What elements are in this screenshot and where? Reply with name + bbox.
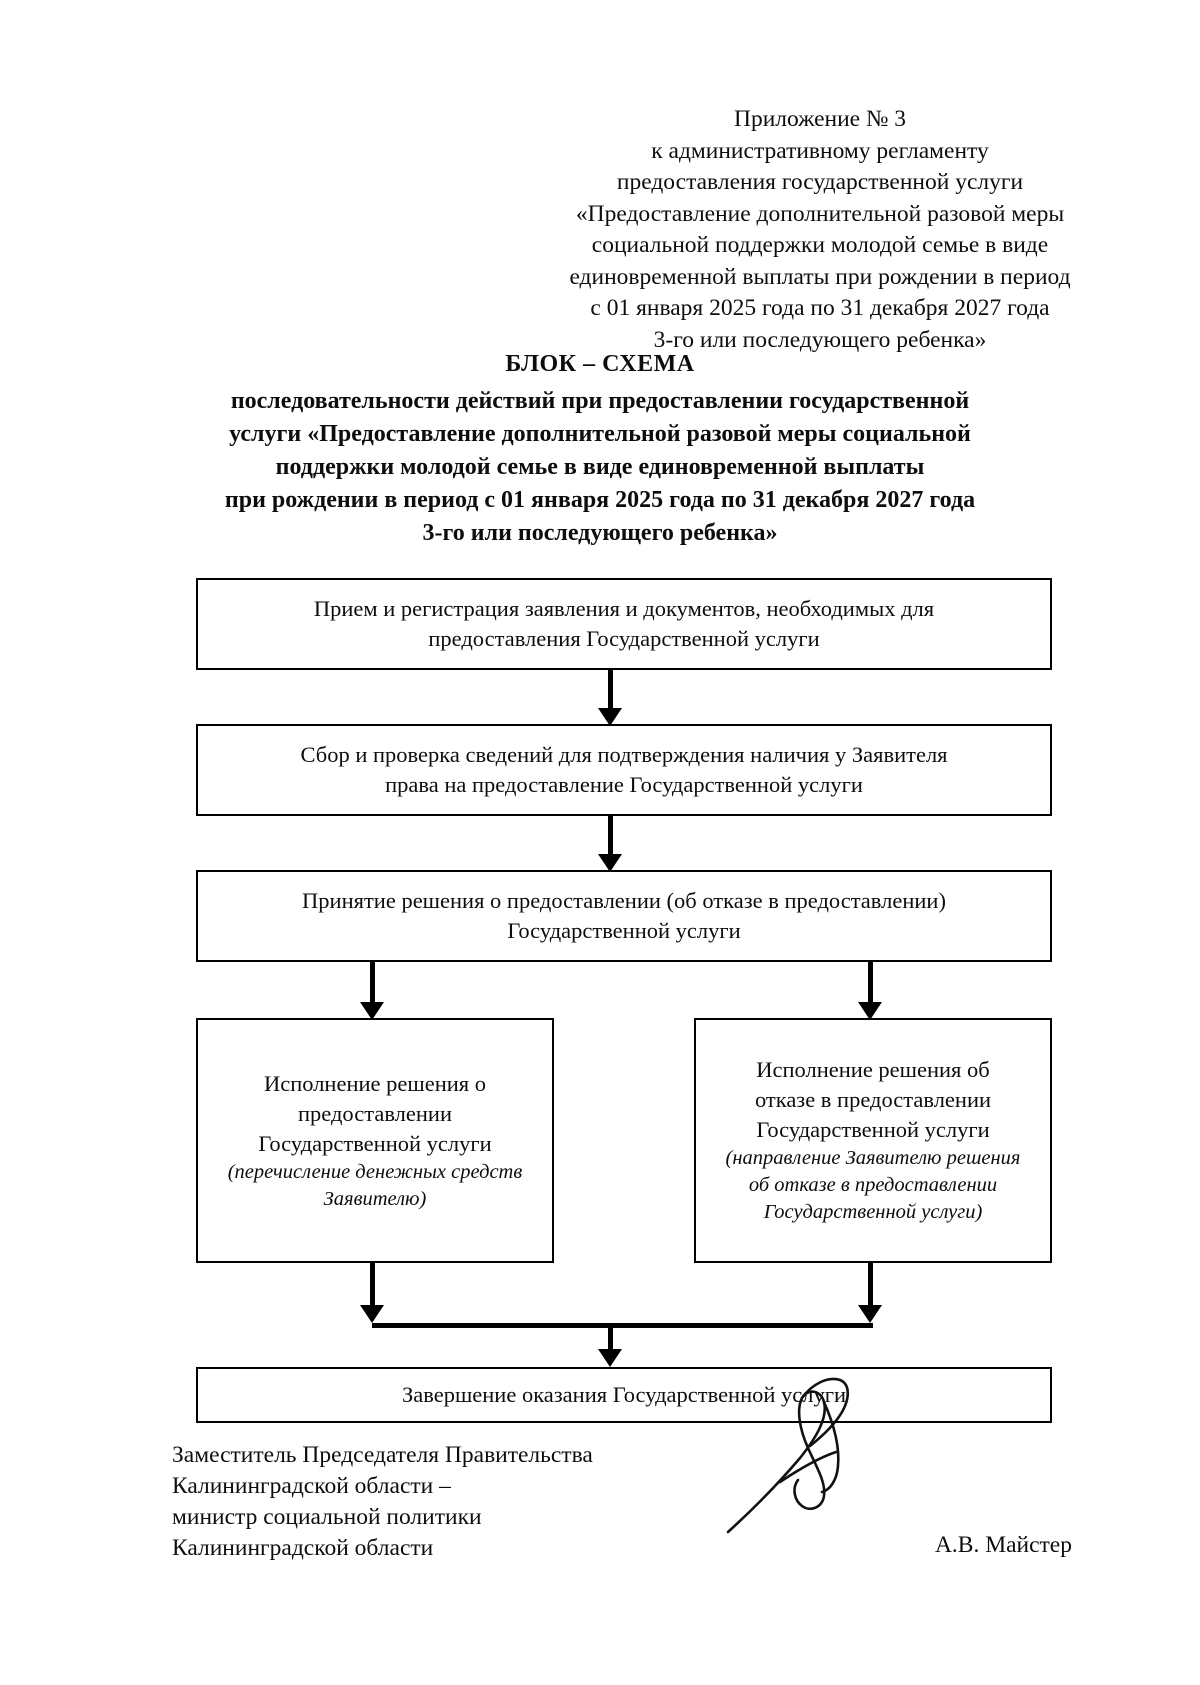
flow-node-grant: Исполнение решения о предоставлении Госу… (196, 1018, 554, 1263)
connector-line-left (370, 962, 375, 1004)
node-note: (перечисление денежных средств (227, 1160, 523, 1183)
signatory-title: Заместитель Председателя Правительства К… (172, 1440, 593, 1564)
page-title: БЛОК – СХЕМА последовательности действий… (150, 348, 1050, 550)
title-line: поддержки молодой семье в виде единоврем… (275, 454, 925, 480)
flow-node-intake: Прием и регистрация заявления и документ… (196, 578, 1052, 670)
node-line: Завершение оказания Государственной услу… (401, 1382, 847, 1407)
appendix-line: 3-го или последующего ребенка» (653, 326, 987, 353)
arrow-down-icon (598, 854, 622, 872)
node-line: Сбор и проверка сведений для подтвержден… (300, 742, 948, 767)
appendix-line: с 01 января 2025 года по 31 декабря 2027… (590, 295, 1050, 321)
node-line: отказе в предоставлении (754, 1087, 992, 1112)
node-line: Государственной услуги (507, 918, 741, 943)
node-line: Прием и регистрация заявления и документ… (313, 596, 935, 621)
signatory-name: А.В. Майстер (934, 1532, 1072, 1558)
signatory-line: Калининградской области – (172, 1473, 451, 1499)
arrow-down-icon (360, 1002, 384, 1020)
appendix-line: социальной поддержки молодой семье в вид… (591, 232, 1049, 258)
node-note: об отказе в предоставлении (748, 1174, 998, 1196)
arrow-down-icon (598, 1349, 622, 1367)
connector-line-right (868, 962, 873, 1004)
node-line: предоставления Государственной услуги (428, 626, 820, 651)
appendix-line: единовременной выплаты при рождении в пе… (569, 263, 1071, 290)
flow-node-complete: Завершение оказания Государственной услу… (196, 1367, 1052, 1423)
title-line: услуги «Предоставление дополнительной ра… (229, 421, 971, 447)
appendix-line: «Предоставление дополнительной разовой м… (575, 200, 1065, 227)
arrow-down-icon (598, 708, 622, 726)
title-heading: БЛОК – СХЕМА (505, 351, 695, 377)
signatory-line: Калининградской области (172, 1535, 434, 1561)
connector-line (608, 816, 613, 856)
merge-bar (372, 1323, 873, 1328)
signature-block: Заместитель Председателя Правительства К… (172, 1377, 1072, 1580)
connector-line-stem (608, 1323, 613, 1351)
arrow-down-icon (858, 1002, 882, 1020)
flowchart: Прием и регистрация заявления и документ… (196, 578, 1052, 1423)
handwritten-signature-icon (726, 1377, 850, 1534)
flow-node-refuse: Исполнение решения об отказе в предостав… (694, 1018, 1052, 1263)
arrow-down-icon (858, 1305, 882, 1323)
flow-node-decision: Принятие решения о предоставлении (об от… (196, 870, 1052, 962)
node-line: Государственной услуги (258, 1130, 492, 1156)
node-note: Государственной услуги) (763, 1201, 983, 1223)
flow-node-verify: Сбор и проверка сведений для подтвержден… (196, 724, 1052, 816)
node-line: предоставлении (298, 1100, 452, 1126)
signatory-line: Заместитель Председателя Правительства (172, 1442, 593, 1468)
node-line: Принятие решения о предоставлении (об от… (302, 888, 946, 913)
connector-decision-branches (196, 962, 1052, 1020)
node-line: Государственной услуги (756, 1117, 990, 1142)
node-note: Заявителю) (323, 1187, 427, 1210)
title-line: последовательности действий при предоста… (230, 388, 970, 414)
connector-line-left (370, 1263, 375, 1307)
connector-line-right (868, 1263, 873, 1307)
title-line: при рождении в период с 01 января 2025 г… (224, 487, 976, 513)
connector-intake-to-verify (196, 670, 1052, 726)
title-line: 3-го или последующего ребенка» (422, 520, 778, 546)
node-line: Исполнение решения об (756, 1057, 990, 1082)
appendix-line: предоставления государственной услуги (616, 169, 1024, 195)
connector-branches-to-complete (196, 1263, 1052, 1367)
node-line: Исполнение решения о (263, 1070, 487, 1096)
arrow-down-icon (360, 1305, 384, 1323)
node-line: права на предоставление Государственной … (385, 772, 863, 797)
appendix-line: к административному регламенту (651, 137, 989, 164)
connector-line (608, 670, 613, 710)
node-note: (направление Заявителю решения (725, 1147, 1021, 1169)
appendix-reference: Приложение № 3 к административному регла… (560, 104, 1080, 356)
signatory-line: министр социальной политики (172, 1504, 482, 1530)
flow-branch-row: Исполнение решения о предоставлении Госу… (196, 1018, 1052, 1263)
appendix-line: Приложение № 3 (733, 106, 907, 132)
connector-verify-to-decision (196, 816, 1052, 872)
